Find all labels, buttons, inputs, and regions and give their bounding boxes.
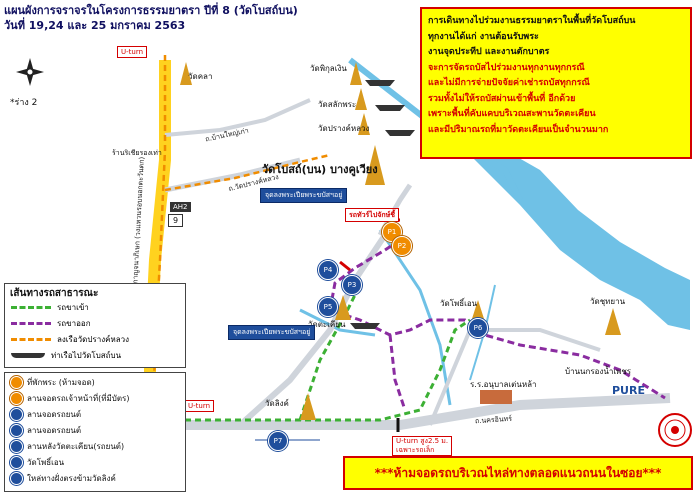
marker-p7[interactable]: P7 <box>268 431 288 451</box>
barrier-2 <box>339 260 351 272</box>
legend-label: รถขาออก <box>57 319 91 328</box>
point-dot-icon <box>10 456 23 469</box>
place-wat-takhian: วัดตะเคียน <box>308 320 346 329</box>
point-row-p6: วัดโพธิ์เอน <box>10 456 64 470</box>
legend-label: ท่าเรือไปวัดโบสถ์บน <box>51 351 122 360</box>
compass-label: *ร่าง 2 <box>10 98 38 108</box>
road-nakhon-in <box>150 393 671 430</box>
orange-route-highway <box>151 55 167 421</box>
canal-2 <box>299 308 376 337</box>
point-dot-icon <box>10 376 23 389</box>
uturn-label-bottom: U-turn <box>184 400 215 412</box>
point-row-p2: ลานจอดรถเจ้าหน้าที่(ที่มีบัตร) <box>10 392 129 406</box>
compass-icon <box>16 58 44 86</box>
point-label: ใหล่ทางฝั่งตรงข้ามวัดลิงค์ <box>27 474 116 483</box>
info-line-red: จะการจัดรถบัสไปร่วมงานทุกงานทุกกรณี <box>428 62 585 73</box>
inbound-route-2 <box>298 284 362 421</box>
point-dot-icon <box>10 392 23 405</box>
uturn-small-vehicle: U-turn สูง2.5 ม. เฉพาะรถเล็ก <box>392 436 453 456</box>
place-wat-prang-luang: วัดปรางค์หลวง <box>318 124 370 133</box>
place-wat-pho-en: วัดโพธิ์เอน <box>440 299 478 308</box>
marker-p4[interactable]: P4 <box>318 260 338 280</box>
point-label: ลานจอดรถยนต์ <box>27 426 82 435</box>
point-row-p3: ลานจอดรถยนต์ <box>10 408 81 422</box>
place-shop: ร้านริเชียรองเท่า <box>112 149 162 157</box>
ah2-shield: AH2 <box>170 202 191 212</box>
point-row-p7: ใหล่ทางฝั่งตรงข้ามวัดลิงค์ <box>10 472 116 486</box>
place-wat-phikun-ngoen: วัดพิกุลเงิน <box>310 64 347 73</box>
point-dot-icon <box>10 440 23 453</box>
callout-bus-drop-1: จุดลงพระเปียพระขบัสฯอยู่ <box>260 188 348 203</box>
legend-label: รถขาเข้า <box>57 303 89 312</box>
callout-bus-drop-2: จุดลงพระเปียพระขบัสฯอยู่ <box>228 325 316 340</box>
place-wat-bot-bon: วัดโบสถ์(บน) บางคูเวียง <box>262 163 378 176</box>
title-line-2: วันที่ 19,24 และ 25 มกราคม 2563 <box>4 19 186 32</box>
point-row-p1: ที่พักพระ (ห้ามจอด) <box>10 376 95 390</box>
road-bang-yai <box>164 98 311 137</box>
school-icon <box>480 390 512 404</box>
seal-logo-icon <box>658 413 692 447</box>
marker-p6[interactable]: P6 <box>468 318 488 338</box>
marker-p2[interactable]: P2 <box>392 236 412 256</box>
point-dot-icon <box>10 408 23 421</box>
pure-logo: PURE <box>612 384 645 397</box>
marker-p3[interactable]: P3 <box>342 275 362 295</box>
orange-route-prang <box>164 153 331 192</box>
map-title: แผนผังการจราจรในโครงการธรรมยาตรา ปีที่ 8… <box>4 3 298 33</box>
outbound-route <box>328 238 666 400</box>
river <box>455 140 690 330</box>
marker-p5[interactable]: P5 <box>318 297 338 317</box>
legend: เส้นทางรถสาธารณะ รถขาเข้า รถขาออก ลงเรือ… <box>4 283 186 368</box>
boat-icons <box>350 80 415 329</box>
info-line-red: เพราะพื้นที่คับแคบบริเวณสะพานวัดตะเคียน <box>428 109 596 119</box>
info-line-black: งานจุดประทีป และงานตักบาตร <box>428 47 550 57</box>
legend-swatch <box>11 338 51 341</box>
legend-item-outbound: รถขาออก <box>11 317 91 331</box>
legend-swatch <box>11 322 51 325</box>
info-line-red: และไม่มีการจ่ายปัจจัยค่าเช่ารถบัสทุกกรณี <box>428 78 590 88</box>
place-wat-chuthayan: วัดชุทยาน <box>590 297 626 306</box>
info-line-black: การเดินทางไปร่วมงานธรรมยาตราในพื้นที่วัด… <box>428 16 636 26</box>
info-line-red: และมีปริมาณรถที่มาวัดตะเคียนเป็นจำนวนมาก <box>428 124 609 135</box>
canal-1 <box>378 229 452 406</box>
point-label: วัดโพธิ์เอน <box>27 458 65 467</box>
legend-item-pier: ท่าเรือไปวัดโบสถ์บน <box>11 349 121 363</box>
callout-bus-park: รถทัวร์ไปจักษ์ชี้ <box>345 208 399 222</box>
legend-swatch <box>11 306 51 309</box>
point-dot-icon <box>10 424 23 437</box>
legend-label: ลงเรือวัดปรางค์หลวง <box>57 335 130 344</box>
place-wat-ling: วัดลิงค์ <box>265 399 289 408</box>
legend-boat-icon <box>11 353 45 358</box>
point-label: ลานจอดรถเจ้าหน้าที่(ที่มีบัตร) <box>27 394 130 403</box>
point-label: ที่พักพระ (ห้ามจอด) <box>27 378 95 387</box>
info-line-black: ทุกงานได้แก่ งานต้อนรับพระ <box>428 31 539 42</box>
road-bang-kruai <box>237 233 388 428</box>
info-line-red: รวมทั้งไม่ให้รถบัสผ่านเข้าพื้นที่ อีกด้ว… <box>428 93 576 104</box>
road-pho-en <box>428 328 601 426</box>
route9-shield: 9 <box>168 214 184 227</box>
legend-header: เส้นทางรถสาธารณะ <box>10 288 99 299</box>
uturn-label-top: U-turn <box>117 46 148 58</box>
parking-points-list: ที่พักพระ (ห้ามจอด) ลานจอดรถเจ้าหน้าที่(… <box>4 372 186 492</box>
legend-item-boat-route: ลงเรือวัดปรางค์หลวง <box>11 333 129 347</box>
point-label: ลานหลังวัดตะเคียน(รถยนต์) <box>27 442 125 451</box>
point-row-p5: ลานหลังวัดตะเคียน(รถยนต์) <box>10 440 124 454</box>
legend-item-inbound: รถขาเข้า <box>11 301 89 315</box>
place-wat-salak-phra: วัดสลักพระ <box>318 100 357 109</box>
point-label: ลานจอดรถยนต์ <box>27 410 82 419</box>
no-parking-banner: ***ห้ามจอดรถบริเวณไหล่ทางตลอดแนวถนนในซอย… <box>343 456 693 490</box>
point-row-p4: ลานจอดรถยนต์ <box>10 424 81 438</box>
title-line-1: แผนผังการจราจรในโครงการธรรมยาตรา ปีที่ 8… <box>4 4 298 17</box>
place-wat-khlao: วัดคลา <box>188 72 213 81</box>
place-ban-klang: บ้านนกรองน้ำเพชร <box>565 367 632 376</box>
outbound-route-2 <box>388 334 407 411</box>
point-dot-icon <box>10 472 23 485</box>
info-box: การเดินทางไปร่วมงานธรรมยาตราในพื้นที่วัด… <box>420 7 692 159</box>
place-school: ร.ร.อนุบาลเต่นหล้า <box>470 380 537 389</box>
